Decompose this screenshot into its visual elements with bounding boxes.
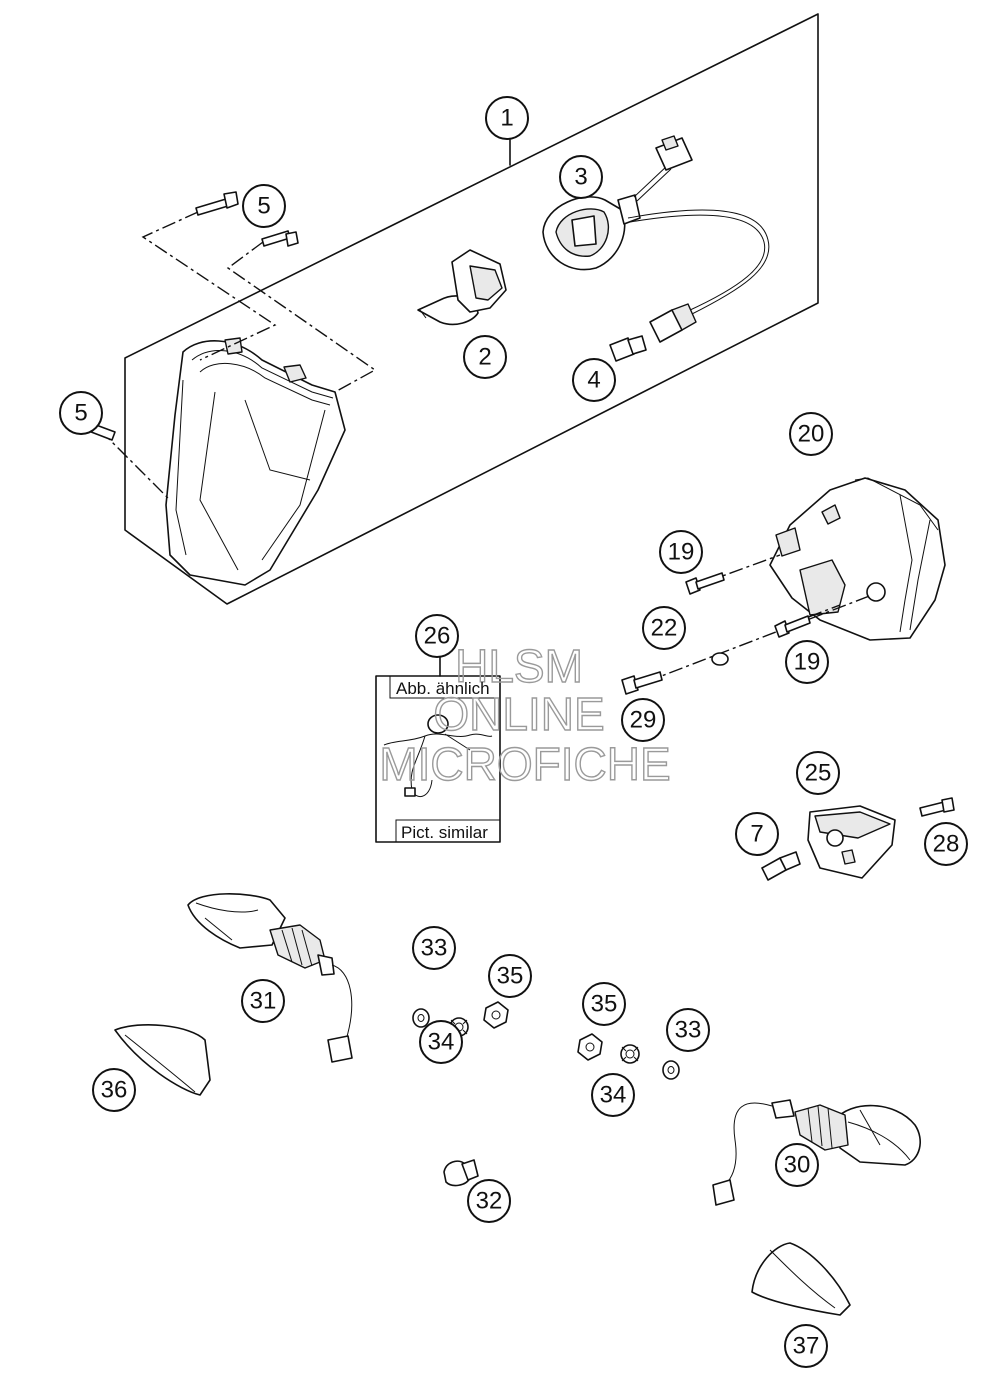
svg-text:19: 19 xyxy=(668,539,695,566)
indicator-right xyxy=(712,1099,921,1206)
callout-34[interactable]: 34 xyxy=(591,1073,635,1117)
svg-text:25: 25 xyxy=(805,760,832,787)
callout-37[interactable]: 37 xyxy=(784,1324,828,1368)
screw-icon xyxy=(685,572,725,595)
callout-29[interactable]: 29 xyxy=(621,698,665,742)
tail-bulb-icon xyxy=(761,851,801,881)
svg-text:31: 31 xyxy=(250,988,277,1015)
tail-light xyxy=(807,805,896,879)
washer-icon xyxy=(412,1008,430,1028)
callout-19[interactable]: 19 xyxy=(659,530,703,574)
svg-text:28: 28 xyxy=(933,831,960,858)
screw-leader-lines xyxy=(99,211,377,501)
svg-text:5: 5 xyxy=(257,193,270,220)
headlight-mask xyxy=(165,337,346,586)
screw-icon xyxy=(261,230,299,247)
callout-32[interactable]: 32 xyxy=(467,1179,511,1223)
screw-icon xyxy=(621,671,663,695)
screw-icon xyxy=(919,797,955,817)
callout-28[interactable]: 28 xyxy=(924,822,968,866)
svg-text:4: 4 xyxy=(587,367,600,394)
indicator-lens-right xyxy=(751,1242,851,1316)
screw-icon xyxy=(195,191,239,216)
svg-text:33: 33 xyxy=(675,1017,702,1044)
svg-text:19: 19 xyxy=(794,649,821,676)
svg-text:2: 2 xyxy=(478,344,491,371)
watermark-line1: HLSM xyxy=(455,640,583,692)
svg-text:36: 36 xyxy=(101,1077,128,1104)
callout-33[interactable]: 33 xyxy=(412,926,456,970)
callout-35[interactable]: 35 xyxy=(582,982,626,1026)
svg-text:22: 22 xyxy=(651,615,678,642)
screw-icon xyxy=(774,615,811,638)
svg-text:20: 20 xyxy=(798,421,825,448)
callout-30[interactable]: 30 xyxy=(775,1143,819,1187)
callout-19[interactable]: 19 xyxy=(785,640,829,684)
callout-7[interactable]: 7 xyxy=(735,812,779,856)
indicator-lens-left xyxy=(114,1024,211,1096)
callout-22[interactable]: 22 xyxy=(642,606,686,650)
lock-washer-icon xyxy=(620,1044,640,1064)
callout-20[interactable]: 20 xyxy=(789,412,833,456)
callout-1[interactable]: 1 xyxy=(485,96,529,140)
callout-5[interactable]: 5 xyxy=(59,391,103,435)
callout-35[interactable]: 35 xyxy=(488,954,532,998)
svg-text:37: 37 xyxy=(793,1333,820,1360)
svg-text:5: 5 xyxy=(74,400,87,427)
washer-icon xyxy=(711,652,729,666)
watermark-line2: ONLINE xyxy=(433,688,604,740)
callout-36[interactable]: 36 xyxy=(92,1068,136,1112)
svg-text:33: 33 xyxy=(421,935,448,962)
svg-text:1: 1 xyxy=(500,105,513,132)
parking-bulb-icon xyxy=(609,335,647,362)
inset-top-label: Abb. ähnlich xyxy=(396,679,490,698)
inset-box xyxy=(375,654,501,843)
callout-26[interactable]: 26 xyxy=(415,614,459,658)
callout-3[interactable]: 3 xyxy=(559,155,603,199)
svg-text:26: 26 xyxy=(424,623,451,650)
washer-icon xyxy=(662,1060,680,1080)
inset-bottom-label: Pict. similar xyxy=(401,823,488,842)
svg-text:29: 29 xyxy=(630,707,657,734)
headlight-assembly-frame xyxy=(124,13,819,605)
svg-text:7: 7 xyxy=(750,821,763,848)
svg-text:34: 34 xyxy=(600,1082,627,1109)
watermark-line3: MICROFICHE xyxy=(379,738,670,790)
callout-2[interactable]: 2 xyxy=(463,335,507,379)
callout-34[interactable]: 34 xyxy=(419,1020,463,1064)
indicator-bulb-icon xyxy=(443,1159,479,1187)
svg-text:30: 30 xyxy=(784,1152,811,1179)
callout-25[interactable]: 25 xyxy=(796,751,840,795)
svg-text:3: 3 xyxy=(574,164,587,191)
callout-5[interactable]: 5 xyxy=(242,184,286,228)
svg-text:34: 34 xyxy=(428,1029,455,1056)
svg-text:35: 35 xyxy=(591,991,618,1018)
watermark: HLSM ONLINE MICROFICHE xyxy=(379,639,672,790)
svg-text:32: 32 xyxy=(476,1188,503,1215)
svg-text:35: 35 xyxy=(497,963,524,990)
callout-31[interactable]: 31 xyxy=(241,979,285,1023)
callout-4[interactable]: 4 xyxy=(572,358,616,402)
bulb-socket-icon xyxy=(542,135,770,343)
indicator-left xyxy=(187,893,353,1063)
nut-icon xyxy=(577,1033,603,1061)
instrument-housing xyxy=(769,477,946,641)
headlight-bulb-icon xyxy=(417,249,507,326)
callout-33[interactable]: 33 xyxy=(666,1008,710,1052)
nut-icon xyxy=(483,1001,509,1029)
